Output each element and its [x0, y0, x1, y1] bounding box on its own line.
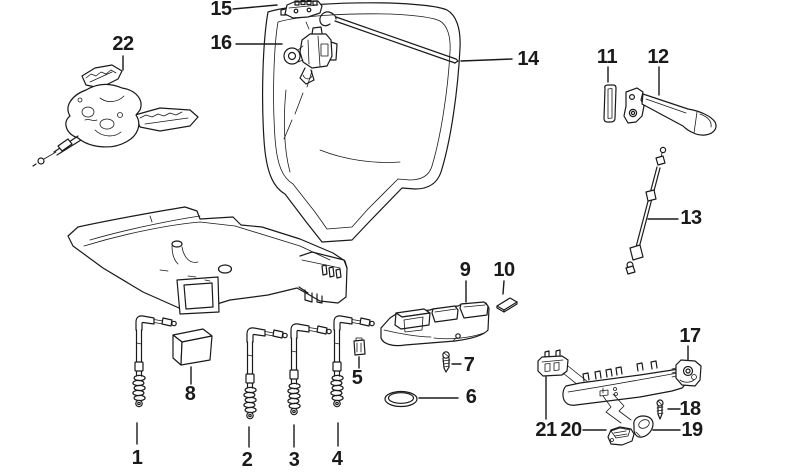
lever-22-drawing [32, 64, 199, 167]
switch-panel-17-drawing [562, 359, 702, 406]
callout-label-18: 18 [679, 398, 701, 420]
callout-label-13: 13 [680, 207, 702, 229]
leader-line-10 [502, 280, 505, 295]
cable-13-drawing [625, 146, 667, 275]
box-8-drawing [172, 328, 213, 366]
cable-1-drawing [132, 315, 177, 408]
callout-label-1: 1 [131, 447, 143, 469]
callout-label-20: 20 [560, 419, 582, 441]
callout-label-9: 9 [459, 259, 471, 281]
callout-label-2: 2 [241, 449, 253, 471]
handle-12-drawing [623, 87, 717, 136]
callout-label-21: 21 [535, 419, 557, 441]
callout-label-14: 14 [517, 48, 539, 70]
leader-line-15 [232, 4, 278, 10]
callout-label-6: 6 [465, 386, 477, 408]
cable-3-drawing [287, 323, 332, 416]
callout-label-19: 19 [681, 419, 703, 441]
callout-label-11: 11 [596, 46, 618, 68]
callout-label-22: 22 [112, 33, 134, 55]
callout-label-3: 3 [288, 449, 300, 471]
callout-label-17: 17 [679, 325, 701, 347]
cable-2-drawing [243, 327, 288, 420]
callout-label-4: 4 [331, 448, 343, 470]
callout-label-7: 7 [463, 354, 475, 376]
latch-16-drawing [283, 21, 338, 140]
backrest-panel-drawing [261, 2, 461, 243]
callout-label-16: 16 [210, 32, 232, 54]
ring-6-drawing [384, 390, 418, 408]
rod-14-drawing [319, 11, 459, 64]
knob-20-drawing [602, 393, 635, 446]
trim-11-drawing [603, 84, 617, 123]
callout-label-15: 15 [210, 0, 232, 20]
leader-line-14 [460, 58, 513, 62]
plate-10-drawing [496, 297, 518, 313]
callout-label-8: 8 [184, 383, 196, 405]
clip-5-drawing [353, 337, 366, 356]
bezel-9-drawing [380, 301, 490, 347]
seat-pan-drawing [67, 206, 348, 315]
leader-lines [122, 4, 689, 448]
latch-15-drawing [280, 0, 323, 19]
bracket-21-drawing [537, 349, 589, 390]
cable-4-drawing [330, 315, 375, 408]
screw-18-drawing [656, 399, 664, 420]
knob-19-drawing [633, 415, 654, 438]
callout-label-10: 10 [493, 259, 515, 281]
callout-label-12: 12 [647, 46, 669, 68]
callout-label-5: 5 [351, 367, 363, 389]
screw-7-drawing [442, 351, 451, 373]
